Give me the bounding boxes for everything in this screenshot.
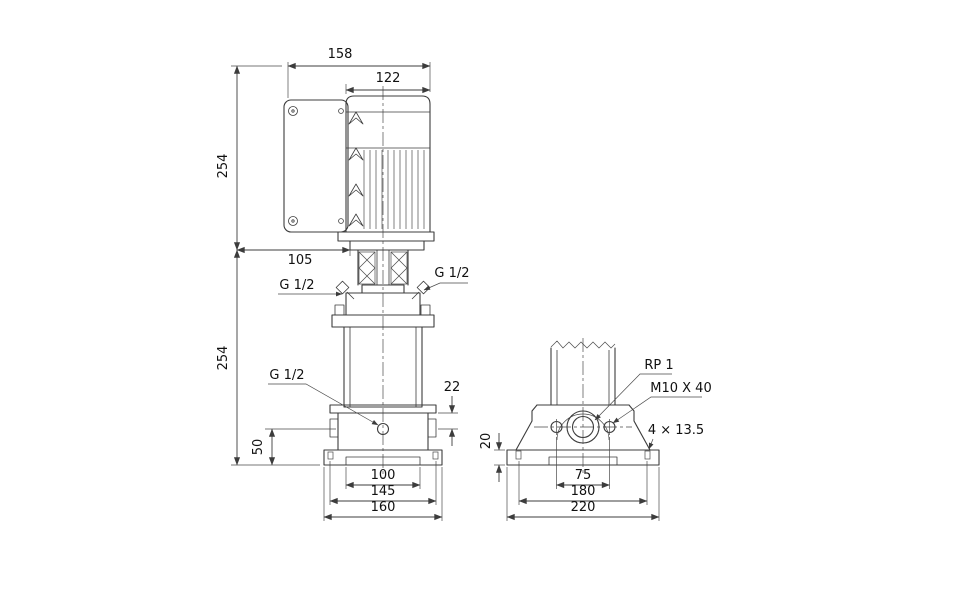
- dim-75-label: 75: [575, 468, 592, 483]
- screw-icon: [288, 106, 298, 116]
- dim-100-label: 100: [371, 468, 396, 483]
- dim-158-label: 158: [328, 47, 353, 62]
- port-g12-drain-label: G 1/2: [269, 368, 304, 383]
- front-dimensions: 158 122 254 105 254 50 2: [216, 47, 460, 521]
- fan-cover-clips: [348, 111, 364, 227]
- port-g12-right-label: G 1/2: [434, 266, 469, 281]
- dim-254-pump-label: 254: [216, 346, 231, 371]
- bolt-spec-label: M10 X 40: [650, 381, 711, 396]
- drain-port: [376, 422, 390, 436]
- motor-flange: [337, 231, 435, 242]
- pipe-column: [550, 340, 616, 406]
- vent-plug-left: [335, 280, 355, 300]
- dim-20-label: 20: [479, 433, 494, 450]
- dim-22-label: 22: [444, 380, 461, 395]
- dim-220-label: 220: [571, 500, 596, 515]
- dim-50-label: 50: [251, 439, 266, 456]
- dim-180-label: 180: [571, 484, 596, 499]
- dim-105-label: 105: [288, 253, 313, 268]
- vent-plug-right: [411, 280, 431, 300]
- port-g12-left-label: G 1/2: [279, 278, 314, 293]
- pump-base: [323, 404, 443, 466]
- dim-160-label: 160: [371, 500, 396, 515]
- dim-145-label: 145: [371, 484, 396, 499]
- screw-icon: [288, 216, 298, 226]
- foundation-hole-left: [515, 450, 522, 460]
- front-view: 158 122 254 105 254 50 2: [216, 47, 470, 521]
- hole-spec-label: 4 × 13.5: [648, 423, 704, 438]
- pump-sleeve: [343, 326, 423, 408]
- break-line: [550, 340, 616, 349]
- motor-fins: [363, 150, 425, 229]
- inlet-port-inner: [571, 415, 595, 439]
- flange-bolt: [420, 304, 431, 316]
- dim-122-label: 122: [376, 71, 401, 86]
- base-callouts: RP 1 M10 X 40 4 × 13.5: [594, 358, 712, 450]
- motor-body: [345, 95, 431, 233]
- base-dimensions: 20 75 180 220: [479, 433, 660, 521]
- flange-bolt: [334, 304, 345, 316]
- base-casting: [506, 404, 660, 466]
- dim-254-motor-label: 254: [216, 154, 231, 179]
- front-port-labels: G 1/2 G 1/2 G 1/2: [268, 266, 470, 426]
- foundation-hole-right: [644, 450, 651, 460]
- port-rp1-label: RP 1: [644, 358, 673, 373]
- inlet-port-outer: [566, 410, 600, 444]
- base-view: RP 1 M10 X 40 4 × 13.5 20 75 180: [479, 338, 712, 521]
- terminal-box: [283, 99, 349, 233]
